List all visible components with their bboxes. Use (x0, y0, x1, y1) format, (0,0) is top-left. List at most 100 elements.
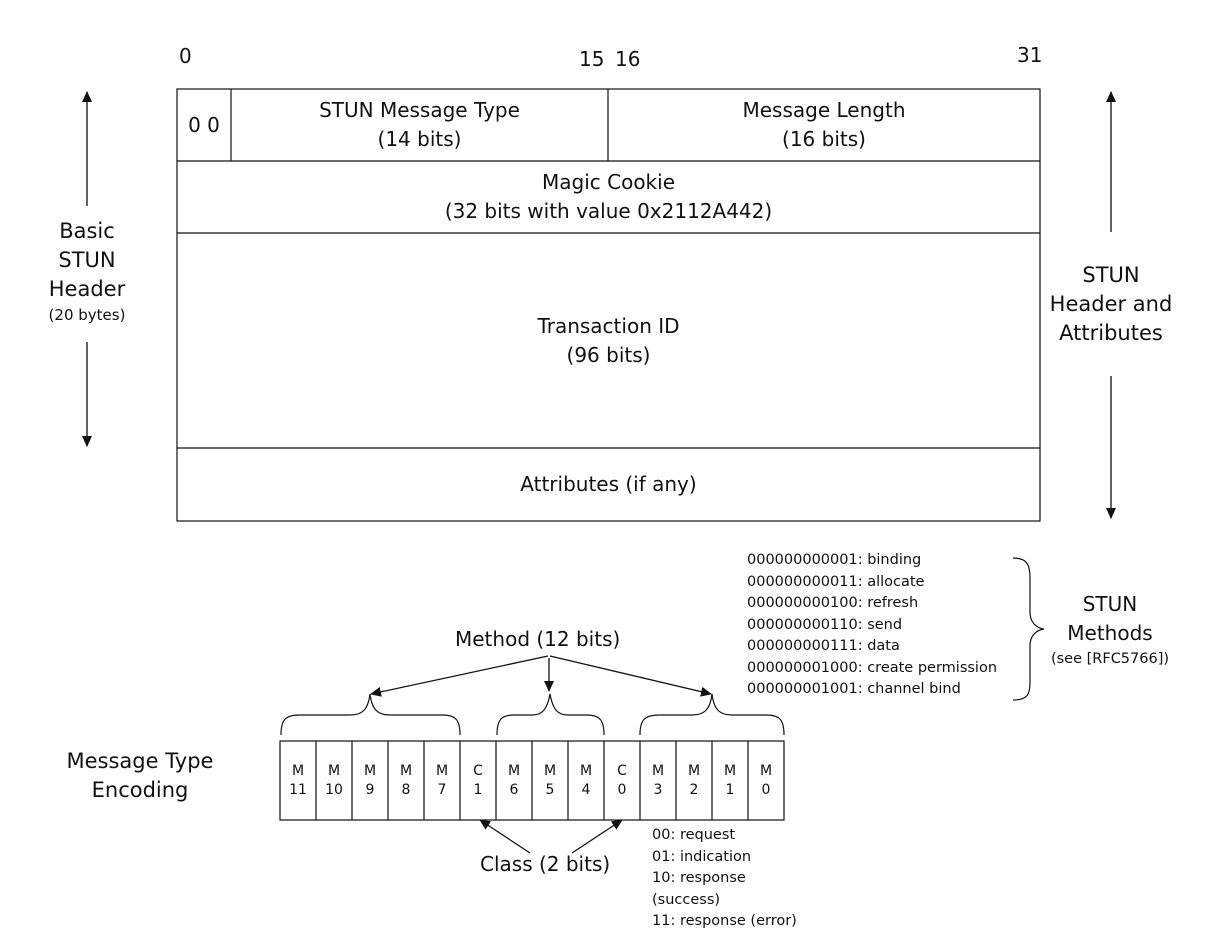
bit-cell-letter: M (327, 762, 341, 779)
message-length-cell: Message Length (16 bits) (608, 89, 1040, 161)
bit-cell-index: 4 (581, 781, 591, 798)
right-stun-line: STUN (1082, 263, 1140, 287)
bit-cell-index: 1 (725, 781, 735, 798)
message-length-label: Message Length (742, 98, 906, 122)
stun-header-frame (176, 88, 1041, 522)
bit-cell-letter: M (435, 762, 449, 779)
attributes-label: Attributes (if any) (520, 472, 697, 496)
methods-list: 000000000001: binding 000000000011: allo… (747, 550, 1027, 701)
stun-methods-line-1: STUN (1082, 592, 1138, 616)
right-attributes-line: Attributes (1059, 321, 1163, 345)
class-arrows (479, 819, 623, 854)
bit-cell-index: 0 (617, 781, 627, 798)
bit-cell-index: 8 (401, 781, 411, 798)
stun-methods-line-2: Methods (1067, 621, 1153, 645)
class-value: 01: indication (652, 848, 752, 865)
message-type-cell: STUN Message Type (14 bits) (231, 89, 608, 161)
methods-brace (1012, 557, 1045, 701)
bit-cell-index: 5 (545, 781, 555, 798)
zero-bits-label: 0 0 (188, 112, 220, 137)
method-bits-label: Method (12 bits) (455, 627, 621, 651)
bit-cell-letter: M (759, 762, 773, 779)
bit-cell-letter: C (617, 762, 627, 779)
class-value: 11: response (error) (652, 913, 797, 929)
zero-bits-cell: 0 0 (177, 89, 231, 161)
magic-cookie-size: (32 bits with value 0x2112A442) (444, 199, 773, 223)
method-arrows (370, 655, 712, 697)
right-header-and-line: Header and (1049, 292, 1173, 316)
bit-cell-index: 6 (509, 781, 519, 798)
encoding-title-line-2: Encoding (91, 778, 189, 802)
bit-cell-letter: M (543, 762, 557, 779)
bit-cell-letter: M (507, 762, 521, 779)
header-and-attributes-label: STUN Header and Attributes (1041, 261, 1181, 348)
stun-line: STUN (58, 248, 116, 272)
bit-cell-index: 10 (325, 781, 343, 798)
stun-methods-note: (see [RFC5766]) (1050, 651, 1170, 667)
message-type-label: STUN Message Type (319, 98, 520, 122)
bit-position-31: 31 (1017, 43, 1043, 67)
basic-stun-header-label: Basic STUN Header (20 bytes) (27, 217, 147, 326)
bit-cell: M 11 (280, 741, 316, 820)
method-item: 000000000011: allocate (747, 573, 925, 590)
bit-cell: M 10 (316, 741, 352, 820)
message-length-size: (16 bits) (782, 127, 866, 151)
message-type-size: (14 bits) (377, 127, 462, 151)
bit-cell-index: 11 (289, 781, 307, 798)
bit-cell-letter: M (651, 762, 665, 779)
transaction-id-cell: Transaction ID (96 bits) (177, 233, 1040, 448)
bit-position-0: 0 (179, 44, 192, 68)
bit-cell-index: 3 (653, 781, 663, 798)
method-item: 000000000111: data (747, 638, 900, 654)
message-type-encoding-title: Message Type Encoding (50, 747, 230, 805)
bit-cell-index: 1 (473, 781, 483, 798)
bit-cell-letter: M (363, 762, 377, 779)
bit-cell-letter: M (687, 762, 701, 779)
stun-methods-label: STUN Methods (see [RFC5766]) (1040, 590, 1180, 670)
method-braces (280, 693, 785, 736)
bit-cell-letter: M (579, 762, 593, 779)
magic-cookie-cell: Magic Cookie (32 bits with value 0x2112A… (177, 161, 1040, 233)
transaction-id-size: (96 bits) (566, 342, 651, 367)
class-bits-label: Class (2 bits) (480, 852, 611, 876)
method-item: 000000000110: send (747, 616, 903, 633)
bit-cell-letter: C (473, 762, 483, 779)
encoding-title-line-1: Message Type (66, 749, 214, 773)
header-line: Header (48, 277, 126, 301)
bit-cell-letter: M (399, 762, 413, 779)
basic-line: Basic (59, 219, 115, 243)
bit-position-16: 16 (615, 47, 641, 71)
class-value: 10: response (652, 870, 746, 886)
bit-cell-index: 0 (761, 781, 771, 798)
class-value: 00: request (652, 827, 736, 843)
attributes-cell: Attributes (if any) (177, 448, 1040, 521)
method-item: 000000000100: refresh (747, 595, 919, 611)
bit-cell-index: 7 (437, 781, 447, 798)
bit-position-15: 15 (579, 47, 605, 71)
header-size-note: (20 bytes) (48, 306, 126, 324)
method-item: 000000000001: binding (747, 552, 922, 568)
class-value: (success) (652, 891, 721, 908)
method-item: 000000001000: create permission (747, 659, 998, 676)
bit-cell-index: 2 (689, 781, 699, 798)
bit-cell-letter: M (723, 762, 737, 779)
class-values-list: 00: request 01: indication 10: response … (652, 825, 797, 933)
transaction-id-label: Transaction ID (537, 313, 680, 338)
bit-cell-letter: M (291, 762, 305, 779)
method-item: 000000001001: channel bind (747, 681, 961, 697)
bit-cell-index: 9 (365, 781, 375, 798)
magic-cookie-label: Magic Cookie (542, 170, 675, 194)
